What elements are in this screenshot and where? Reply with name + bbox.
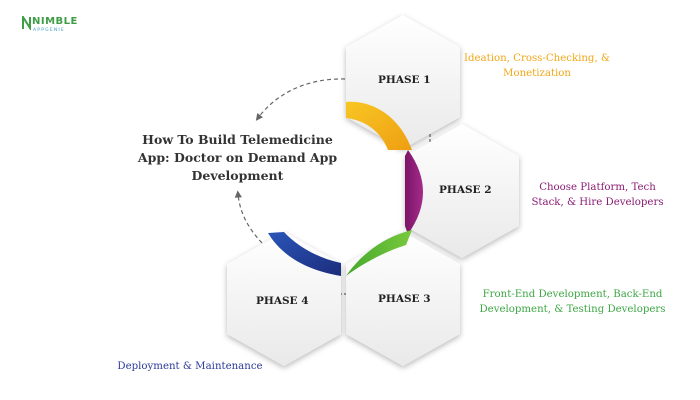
phase4-label: PHASE 4 xyxy=(256,295,309,307)
diagram-title: How To Build Telemedicine App: Doctor on… xyxy=(137,132,338,183)
phase2-arc xyxy=(405,150,423,234)
logo-tagline-text: APPGENIE xyxy=(33,28,65,33)
phase2-hexagon xyxy=(405,124,519,258)
flow-arrow-left xyxy=(234,190,263,244)
phase3-arc xyxy=(346,230,412,276)
phase2-label: PHASE 2 xyxy=(439,184,492,196)
phase3-hexagon xyxy=(346,232,460,366)
phase4-description: Deployment & Maintenance xyxy=(117,361,263,372)
phase3-description: Front-End Development, Back-End Developm… xyxy=(479,289,666,315)
phase1-arc xyxy=(346,101,412,150)
phase2-description: Choose Platform, Tech Stack, & Hire Deve… xyxy=(531,182,664,208)
flow-arrow-top xyxy=(255,78,346,121)
nimble-logo: NIMBLE APPGENIE xyxy=(22,16,82,40)
phase1-label: PHASE 1 xyxy=(378,74,431,86)
phase1-description: Ideation, Cross-Checking, & Monetization xyxy=(463,53,611,79)
phase3-label: PHASE 3 xyxy=(378,293,431,305)
logo-mark-icon xyxy=(22,16,31,30)
logo-brand-text: NIMBLE xyxy=(32,16,78,27)
phase4-arc xyxy=(268,232,341,276)
